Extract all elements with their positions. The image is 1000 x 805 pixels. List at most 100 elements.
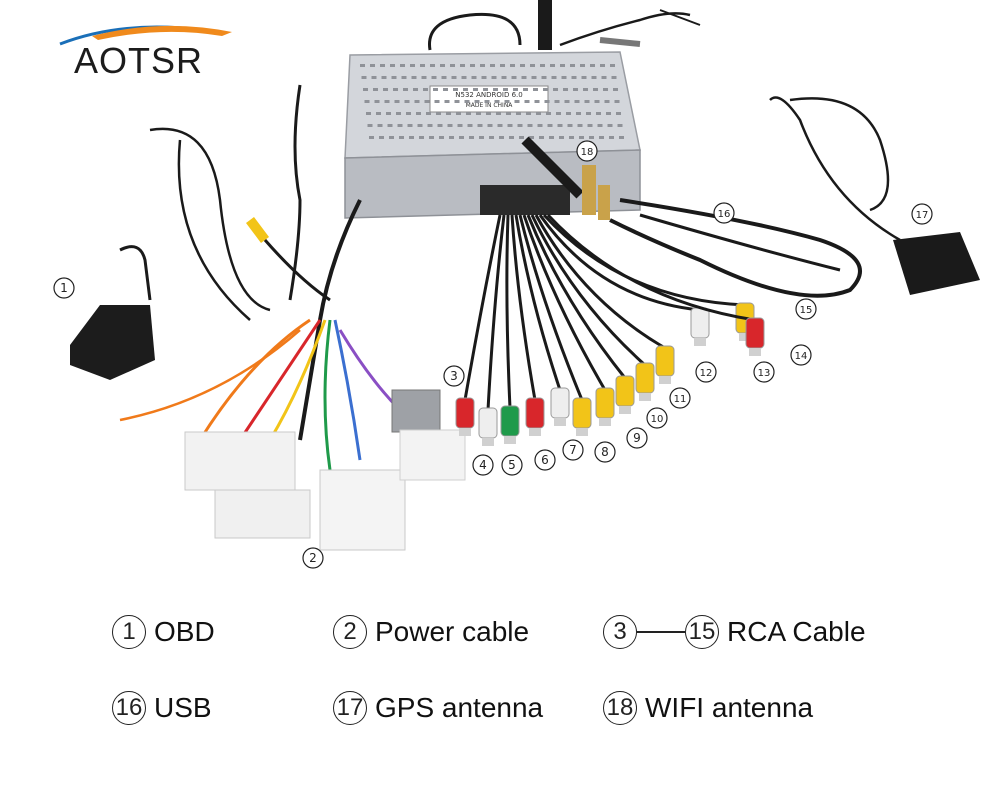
legend-item-rca-cable: 3 15 RCA Cable: [603, 612, 866, 652]
vent-hole: [549, 136, 554, 139]
vent-hole: [381, 76, 387, 79]
vent-hole: [546, 112, 551, 115]
vent-hole: [529, 136, 534, 139]
vent-hole: [513, 88, 518, 91]
vent-hole: [417, 124, 423, 127]
vent-hole: [530, 64, 535, 67]
vent-hole: [370, 64, 375, 67]
vent-hole: [606, 112, 611, 115]
vent-hole: [537, 124, 543, 127]
callout-circle: [790, 344, 812, 366]
vent-hole: [447, 124, 453, 127]
callout-circle: [795, 298, 817, 320]
vent-hole: [440, 64, 445, 67]
vent-hole: [399, 136, 404, 139]
vent-hole: [500, 64, 505, 67]
rca-wire: [526, 214, 627, 379]
callout-number: 5: [508, 458, 516, 472]
vent-hole: [397, 124, 403, 127]
vent-hole: [374, 100, 380, 103]
vent-hole: [486, 112, 491, 115]
vent-hole: [539, 136, 544, 139]
vent-hole: [556, 112, 561, 115]
vent-hole: [524, 100, 530, 103]
vent-hole: [404, 100, 410, 103]
rca-plug: [478, 407, 498, 439]
vent-hole: [389, 136, 394, 139]
vent-hole: [384, 100, 390, 103]
vent-hole: [609, 136, 614, 139]
rca-wire: [542, 213, 746, 307]
vent-hole: [590, 64, 595, 67]
vent-hole: [571, 76, 577, 79]
vent-hole: [444, 100, 450, 103]
vent-hole: [441, 76, 447, 79]
rca-plug: [455, 397, 475, 429]
logo-swoosh-icon: [59, 25, 232, 46]
rca-plug-tip: [529, 428, 541, 436]
vent-hole: [497, 124, 503, 127]
callout-circle: [713, 202, 735, 224]
rca-plug-tip: [694, 338, 706, 346]
vent-hole: [579, 136, 584, 139]
vent-hole: [424, 100, 430, 103]
vent-hole: [517, 124, 523, 127]
vent-hole: [569, 136, 574, 139]
vent-hole: [617, 124, 623, 127]
vent-hole: [369, 136, 374, 139]
vent-hole: [413, 88, 418, 91]
vent-hole: [586, 112, 591, 115]
vent-hole: [553, 88, 558, 91]
callout-circle: [501, 454, 523, 476]
vent-hole: [550, 64, 555, 67]
rca-wire: [534, 214, 666, 350]
vent-hole: [366, 112, 371, 115]
legend-number: 17: [333, 691, 367, 725]
callout-circle: [472, 454, 494, 476]
vent-hole: [403, 88, 408, 91]
vent-hole: [616, 112, 621, 115]
rca-plug: [550, 387, 570, 419]
vent-hole: [514, 100, 520, 103]
vent-hole: [564, 100, 570, 103]
vent-hole: [604, 100, 610, 103]
vent-hole: [363, 88, 368, 91]
vent-hole: [607, 124, 613, 127]
callout-circle: [594, 441, 616, 463]
vent-hole: [431, 76, 437, 79]
vent-hole: [393, 88, 398, 91]
vent-hole: [414, 100, 420, 103]
rca-cables: [455, 213, 765, 446]
callout-number: 12: [700, 368, 713, 379]
power-connectors: [184, 389, 466, 551]
vent-hole: [494, 100, 500, 103]
vent-hole: [473, 88, 478, 91]
vent-hole: [534, 100, 540, 103]
legend-item-power-cable: 2 Power cable: [333, 612, 529, 652]
rca-plug-tip: [459, 428, 471, 436]
wifi-antenna: [521, 136, 610, 220]
vent-hole: [380, 64, 385, 67]
obd-connector: [70, 245, 155, 380]
product-illustration: N532 ANDROID 6.0 MADE IN CHINA: [53, 0, 980, 569]
vent-hole: [446, 112, 451, 115]
callout-number: 8: [601, 445, 609, 459]
callout-circle: [669, 387, 691, 409]
vent-hole: [430, 64, 435, 67]
rca-plug: [745, 317, 765, 349]
rca-plug-tip: [619, 406, 631, 414]
rca-plug: [525, 397, 545, 429]
vent-hole: [583, 88, 588, 91]
legend-label: Power cable: [375, 616, 530, 647]
vent-hole: [501, 76, 507, 79]
callout-number: 13: [758, 368, 771, 379]
rca-plug: [500, 405, 520, 437]
vent-hole: [611, 76, 617, 79]
vent-hole: [377, 124, 383, 127]
vent-hole: [531, 76, 537, 79]
vent-hole: [470, 64, 475, 67]
vent-hole: [409, 136, 414, 139]
rca-plug-tip: [739, 333, 751, 341]
vent-hole: [510, 64, 515, 67]
vent-hole: [561, 76, 567, 79]
